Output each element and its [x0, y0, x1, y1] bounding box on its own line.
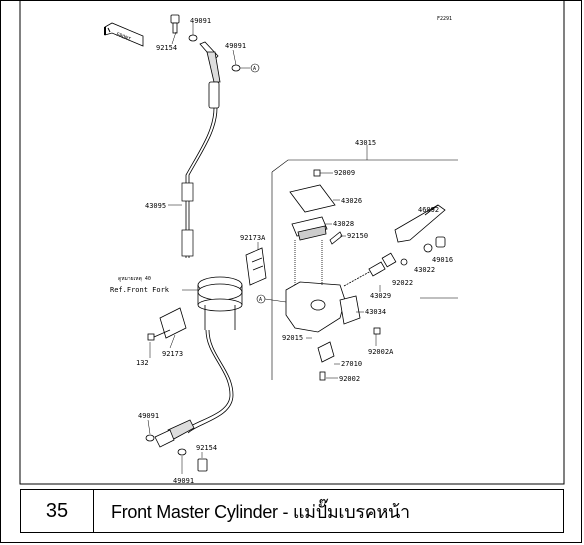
svg-text:A: A — [253, 66, 256, 72]
bolt-92150 — [329, 231, 343, 245]
label-92173: 92173 — [162, 350, 183, 358]
front-fork-tube — [197, 276, 243, 330]
group-outline-top — [271, 159, 458, 173]
label-92002: 92002 — [339, 375, 360, 383]
screw-92002a — [373, 327, 381, 335]
marker-a-mid: A — [256, 294, 266, 304]
top-leaders — [171, 23, 250, 69]
label-49091-top: 49091 — [190, 17, 211, 25]
label-49091-top2: 49091 — [225, 42, 246, 50]
label-92154-bot: 92154 — [196, 444, 217, 452]
clamp-lower — [147, 307, 187, 341]
brake-hose-upper — [185, 107, 215, 258]
label-43028: 43028 — [333, 220, 354, 228]
label-43095: 43095 — [145, 202, 166, 210]
page-number: 35 — [21, 490, 94, 532]
diagram-code: F2291 — [437, 16, 452, 22]
label-132: 132 — [136, 359, 149, 367]
brake-hose-lower — [184, 329, 231, 431]
ref-front-fork-label: Ref.Front Fork — [110, 286, 170, 294]
marker-a-top: A — [250, 63, 260, 73]
brake-lever — [394, 204, 446, 243]
caption-box: 35 Front Master Cylinder - แม่ปั๊มเบรคหน… — [20, 489, 564, 533]
label-46092: 46092 — [418, 206, 439, 214]
label-43022: 43022 — [414, 266, 435, 274]
front-direction-tag: FRONT — [104, 22, 144, 47]
label-43026: 43026 — [341, 197, 362, 205]
label-49091-bot: 49091 — [138, 412, 159, 420]
label-49091-bot2: 49091 — [173, 477, 194, 485]
lever-pivot-parts — [400, 236, 446, 266]
brake-switch — [317, 341, 335, 381]
label-92022: 92022 — [392, 279, 413, 287]
label-43015: 43015 — [355, 139, 376, 147]
label-92009: 92009 — [334, 169, 355, 177]
parts-diagram: F2291 FRONT 49091 92154 49091 A 43095 — [19, 0, 565, 485]
label-43029: 43029 — [370, 292, 391, 300]
label-92150: 92150 — [347, 232, 368, 240]
label-27010: 27010 — [341, 360, 362, 368]
label-92154-top: 92154 — [156, 44, 177, 52]
label-43034: 43034 — [365, 308, 386, 316]
master-cylinder-body — [285, 240, 361, 333]
diagram-border — [19, 0, 565, 485]
ref-note-small: ดูหมายเหตุ 40 — [118, 276, 151, 282]
label-92002a: 92002A — [368, 348, 394, 356]
svg-text:A: A — [259, 297, 262, 303]
top-hose-fitting — [170, 14, 241, 109]
label-92015: 92015 — [282, 334, 303, 342]
label-49016: 49016 — [432, 256, 453, 264]
piston-kit — [343, 252, 397, 287]
clamp-upper — [245, 247, 267, 286]
label-92173a: 92173A — [240, 234, 266, 242]
reservoir-cap — [289, 169, 336, 241]
bottom-hose-fitting — [145, 419, 208, 472]
front-tag-label: FRONT — [115, 32, 131, 43]
caption-title: Front Master Cylinder - แม่ปั๊มเบรคหน้า — [111, 501, 410, 522]
